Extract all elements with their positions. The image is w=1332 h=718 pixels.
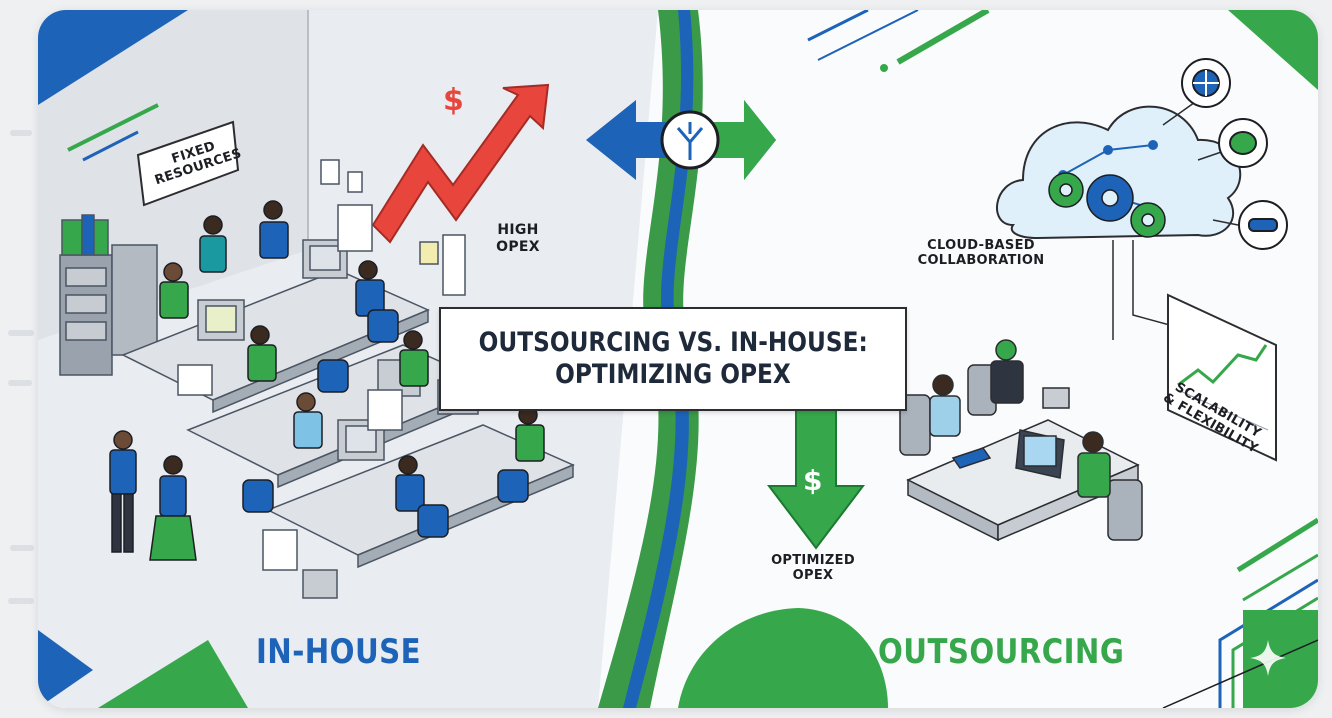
title-banner: OUTSOURCING VS. IN-HOUSE: OPTIMIZING OPE…: [439, 307, 907, 411]
dollar-sign-red: $: [443, 83, 464, 118]
infographic-card[interactable]: $: [38, 10, 1318, 708]
fixed-resources-label: FIXED RESOURCES: [134, 127, 258, 193]
optimized-opex-label: OPTIMIZED OPEX: [758, 553, 868, 584]
cloud-line2: COLLABORATION: [917, 253, 1045, 269]
split-arrow-icon: [676, 122, 704, 160]
optimized-line1: OPTIMIZED: [771, 553, 855, 568]
optimized-line2: OPEX: [792, 568, 834, 584]
cloud-line1: CLOUD-BASED: [927, 238, 1035, 253]
infographic-illustration: $: [38, 10, 1318, 708]
in-house-label: IN-HOUSE: [256, 632, 422, 672]
high-opex-line1: HIGH: [497, 222, 539, 238]
outsourcing-label: OUTSOURCING: [878, 632, 1125, 672]
dollar-sign-green: $: [803, 464, 822, 497]
title-line-1: OUTSOURCING VS. IN-HOUSE:: [478, 326, 868, 358]
high-opex-line2: OPEX: [496, 238, 540, 255]
brain-icon: [1218, 118, 1268, 168]
globe-icon: [1181, 58, 1231, 108]
cloud-collaboration-label: CLOUD-BASED COLLABORATION: [906, 238, 1056, 269]
gear-icon: [1048, 172, 1166, 238]
title-line-2: OPTIMIZING OPEX: [555, 359, 791, 390]
scalability-label: SCALABILITY & FLEXIBILITY: [1154, 374, 1273, 461]
handshake-icon: [1238, 200, 1288, 250]
high-opex-label: HIGH OPEX: [478, 222, 558, 255]
sparkle-icon: [1250, 640, 1286, 676]
